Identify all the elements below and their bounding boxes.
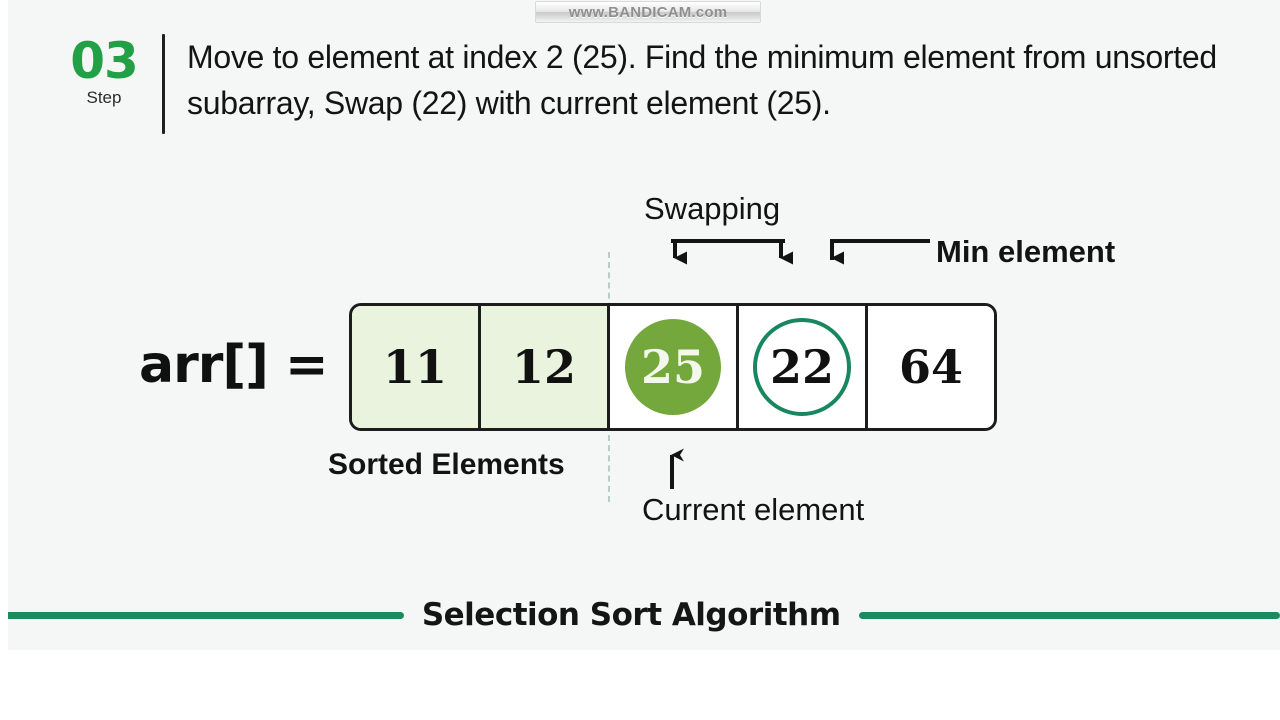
array-cell-value: 11 <box>382 340 447 394</box>
swapping-bracket-icon <box>671 239 793 265</box>
slide-canvas: www.BANDICAM.com 03 Step Move to element… <box>8 0 1280 650</box>
array-cell-value: 25 <box>640 340 705 394</box>
array-cell-value: 64 <box>898 340 963 394</box>
footer-rule-left <box>8 611 404 619</box>
header-divider <box>162 34 165 134</box>
step-badge: 03 Step <box>56 32 152 108</box>
step-header: 03 Step Move to element at index 2 (25).… <box>56 32 1236 144</box>
array-cell-1[interactable]: 12 <box>481 306 610 428</box>
array-diagram: arr[] = 11 12 25 22 64 <box>8 0 1280 650</box>
array-cell-4[interactable]: 64 <box>868 306 994 428</box>
footer-rule-right <box>858 611 1280 619</box>
step-number: 03 <box>70 32 139 90</box>
current-element-label: Current element <box>642 492 865 527</box>
array-cell-value: 22 <box>769 340 834 394</box>
footer-title: Selection Sort Algorithm <box>421 597 841 633</box>
current-element-marker-icon <box>625 319 721 415</box>
bandicam-watermark: www.BANDICAM.com <box>535 1 761 23</box>
array-cell-value: 12 <box>511 340 576 394</box>
min-element-connector-icon <box>830 239 930 265</box>
step-instruction: Move to element at index 2 (25). Find th… <box>187 39 1217 121</box>
array-cell-0[interactable]: 11 <box>352 306 481 428</box>
array-variable-label: arr[] = <box>139 335 329 395</box>
swapping-label: Swapping <box>644 191 781 226</box>
min-element-label: Min element <box>936 234 1116 269</box>
array-cell-3[interactable]: 22 <box>739 306 868 428</box>
min-element-marker-icon <box>753 318 851 416</box>
footer-title-bar: Selection Sort Algorithm <box>8 592 1280 638</box>
array-container: 11 12 25 22 64 <box>349 303 997 431</box>
sorted-elements-label: Sorted Elements <box>328 448 565 481</box>
step-label: Step <box>86 88 122 107</box>
array-cell-2[interactable]: 25 <box>610 306 739 428</box>
